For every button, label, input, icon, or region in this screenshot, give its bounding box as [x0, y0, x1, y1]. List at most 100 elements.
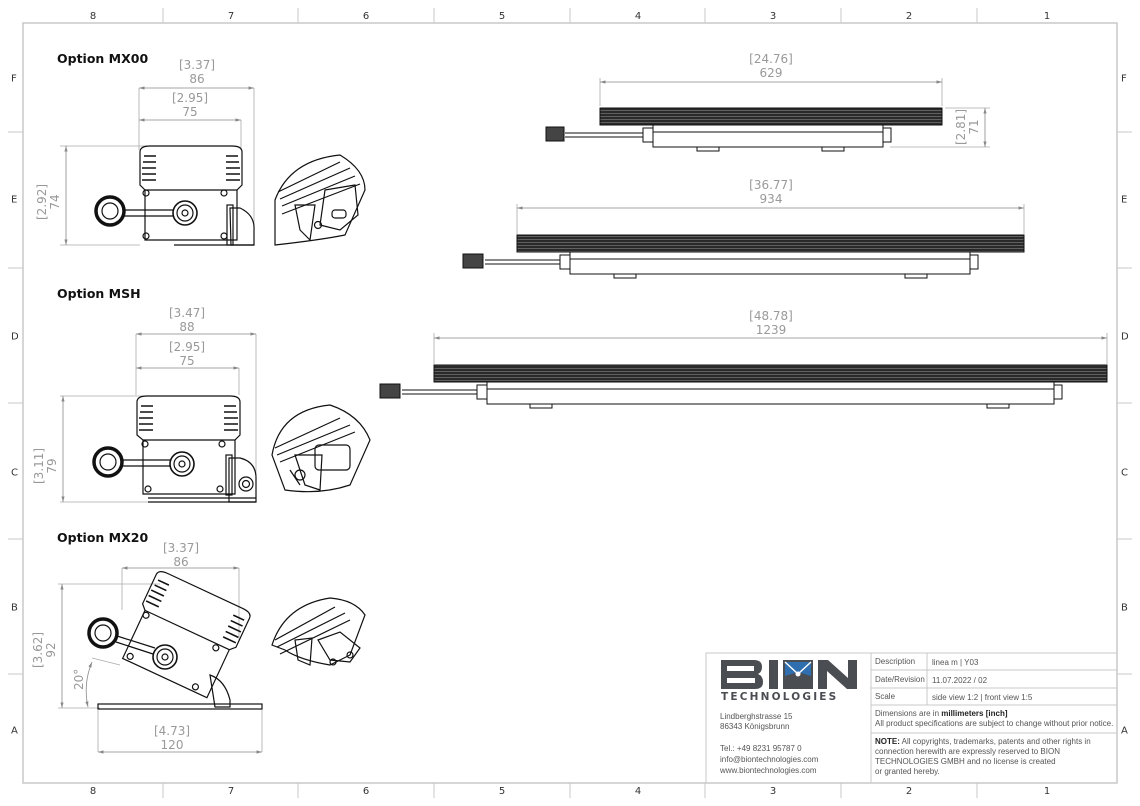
zone-row-label: B — [1121, 602, 1128, 614]
address-line2: 86343 Königsbrunn — [720, 722, 790, 731]
phone: Tel.: +49 8231 95787 0 — [720, 744, 802, 753]
mx20-angle-dimension: 20° — [72, 668, 86, 690]
zone-row-label: E — [11, 194, 18, 206]
msh-width-outer-dimension: [3.47] 88 — [169, 306, 205, 334]
front-view-1239 — [379, 333, 1108, 409]
dimension-inch: [24.76] — [749, 52, 793, 66]
msh-title: Option MSH — [57, 286, 141, 301]
title-block-frame — [705, 652, 1118, 784]
front-629-length-dimension: [24.76] 629 — [749, 52, 793, 80]
zone-row-label: D — [11, 331, 19, 343]
zone-row-label: C — [11, 467, 18, 479]
spec-notice: All product specifications are subject t… — [875, 719, 1114, 728]
mx20-side-view — [58, 566, 263, 754]
mx20-base-width-dimension: [4.73] 120 — [154, 724, 190, 752]
msh-width-inner-dimension: [2.95] 75 — [169, 340, 205, 368]
mx20-title: Option MX20 — [57, 530, 149, 545]
zone-col-label: 8 — [89, 11, 97, 22]
msh-side-view — [60, 332, 257, 503]
mx20-height-dimension: [3.62] 92 — [31, 632, 58, 668]
angle-value: 20° — [72, 668, 86, 690]
dimension-inch: [2.95] — [168, 340, 206, 354]
msh-detail-view — [271, 404, 371, 493]
dimension-mm: 120 — [160, 738, 184, 752]
note-line: connection herewith are expressly reserv… — [875, 747, 1060, 756]
scale-value: side view 1:2 | front view 1:5 — [932, 693, 1033, 702]
note-line: TECHNOLOGIES GMBH and no license is crea… — [875, 757, 1056, 766]
mx00-width-inner-dimension: [2.95] 75 — [172, 91, 208, 119]
note-line: All copyrights, trademarks, patents and … — [899, 737, 1091, 746]
sheet-frame — [8, 8, 1132, 798]
dimension-mm: 75 — [182, 105, 198, 119]
mx20-detail-view — [271, 597, 366, 666]
dimensions-units: millimeters [inch] — [941, 709, 1008, 718]
bion-logo-graphic — [721, 660, 857, 689]
mx00-title: Option MX00 — [57, 51, 149, 66]
zone-col-label: 4 — [634, 11, 642, 22]
zone-col-label: 3 — [769, 11, 777, 22]
zone-col-label: 6 — [362, 786, 370, 797]
dimension-mm: 74 — [48, 194, 62, 210]
mx00-width-outer-dimension: [3.37] 86 — [179, 58, 215, 86]
note-line: or granted hereby. — [875, 767, 940, 776]
dimension-mm: 79 — [45, 458, 59, 474]
mx00-detail-view — [274, 154, 366, 246]
dimension-inch: [48.78] — [749, 309, 793, 323]
zone-row-label: A — [1121, 725, 1128, 737]
scale-label: Scale — [875, 692, 896, 701]
dimension-mm: 86 — [189, 72, 205, 86]
zone-col-label: 8 — [89, 786, 97, 797]
note-label: NOTE: — [875, 737, 900, 746]
msh-height-dimension: [3.11] 79 — [32, 448, 59, 484]
zone-row-label: D — [1121, 331, 1129, 343]
date-revision-value: 11.07.2022 / 02 — [932, 676, 988, 685]
zone-col-label: 2 — [905, 786, 913, 797]
dimension-mm: 86 — [173, 555, 189, 569]
zone-row-label: A — [11, 725, 18, 737]
dimensions-note: Dimensions are in millimeters [inch] — [875, 709, 1008, 718]
description-value: linea m | Y03 — [932, 658, 979, 667]
front-view-934 — [462, 204, 1025, 279]
zone-col-label: 6 — [362, 11, 370, 22]
logo-subtitle: TECHNOLOGIES — [721, 691, 839, 703]
dimension-inch: [3.37] — [178, 58, 216, 72]
dimension-mm: 92 — [44, 642, 58, 658]
description-label: Description — [875, 657, 916, 666]
front-629-height-dimension: [2.81] 71 — [954, 109, 981, 145]
mx00-height-dimension: [2.92] 74 — [35, 184, 62, 220]
website-link[interactable]: www.biontechnologies.com — [720, 766, 817, 775]
dimensions-prefix: Dimensions are in — [875, 709, 942, 718]
zone-col-label: 4 — [634, 786, 642, 797]
dimension-mm: 934 — [759, 192, 783, 206]
dimension-inch: [3.37] — [162, 541, 200, 555]
zone-col-label: 2 — [905, 11, 913, 22]
dimension-mm: 1239 — [755, 323, 787, 337]
dimension-mm: 71 — [967, 119, 981, 135]
dimension-inch: [36.77] — [749, 178, 793, 192]
date-revision-label: Date/Revision — [875, 675, 925, 684]
zone-col-label: 1 — [1043, 786, 1051, 797]
dimension-inch: [3.47] — [168, 306, 206, 320]
dimension-mm: 88 — [179, 320, 195, 334]
front-view-629 — [545, 78, 990, 152]
zone-col-label: 5 — [498, 786, 506, 797]
zone-row-label: F — [1121, 73, 1127, 85]
zone-col-label: 7 — [227, 786, 235, 797]
email-link[interactable]: info@biontechnologies.com — [720, 755, 819, 764]
zone-col-label: 1 — [1043, 11, 1051, 22]
mx20-width-dimension: [3.37] 86 — [163, 541, 199, 569]
zone-col-label: 5 — [498, 11, 506, 22]
dimension-inch: [4.73] — [153, 724, 191, 738]
zone-col-label: 3 — [769, 786, 777, 797]
front-1239-length-dimension: [48.78] 1239 — [749, 309, 793, 337]
mx00-side-view — [60, 86, 255, 246]
dimension-mm: 629 — [759, 66, 783, 80]
front-934-length-dimension: [36.77] 934 — [749, 178, 793, 206]
zone-row-label: C — [1121, 467, 1128, 479]
zone-row-label: F — [11, 73, 17, 85]
copyright-note: NOTE: All copyrights, trademarks, patent… — [875, 737, 1091, 746]
dimension-inch: [2.95] — [171, 91, 209, 105]
zone-row-label: B — [11, 602, 18, 614]
zone-row-label: E — [1121, 194, 1128, 206]
